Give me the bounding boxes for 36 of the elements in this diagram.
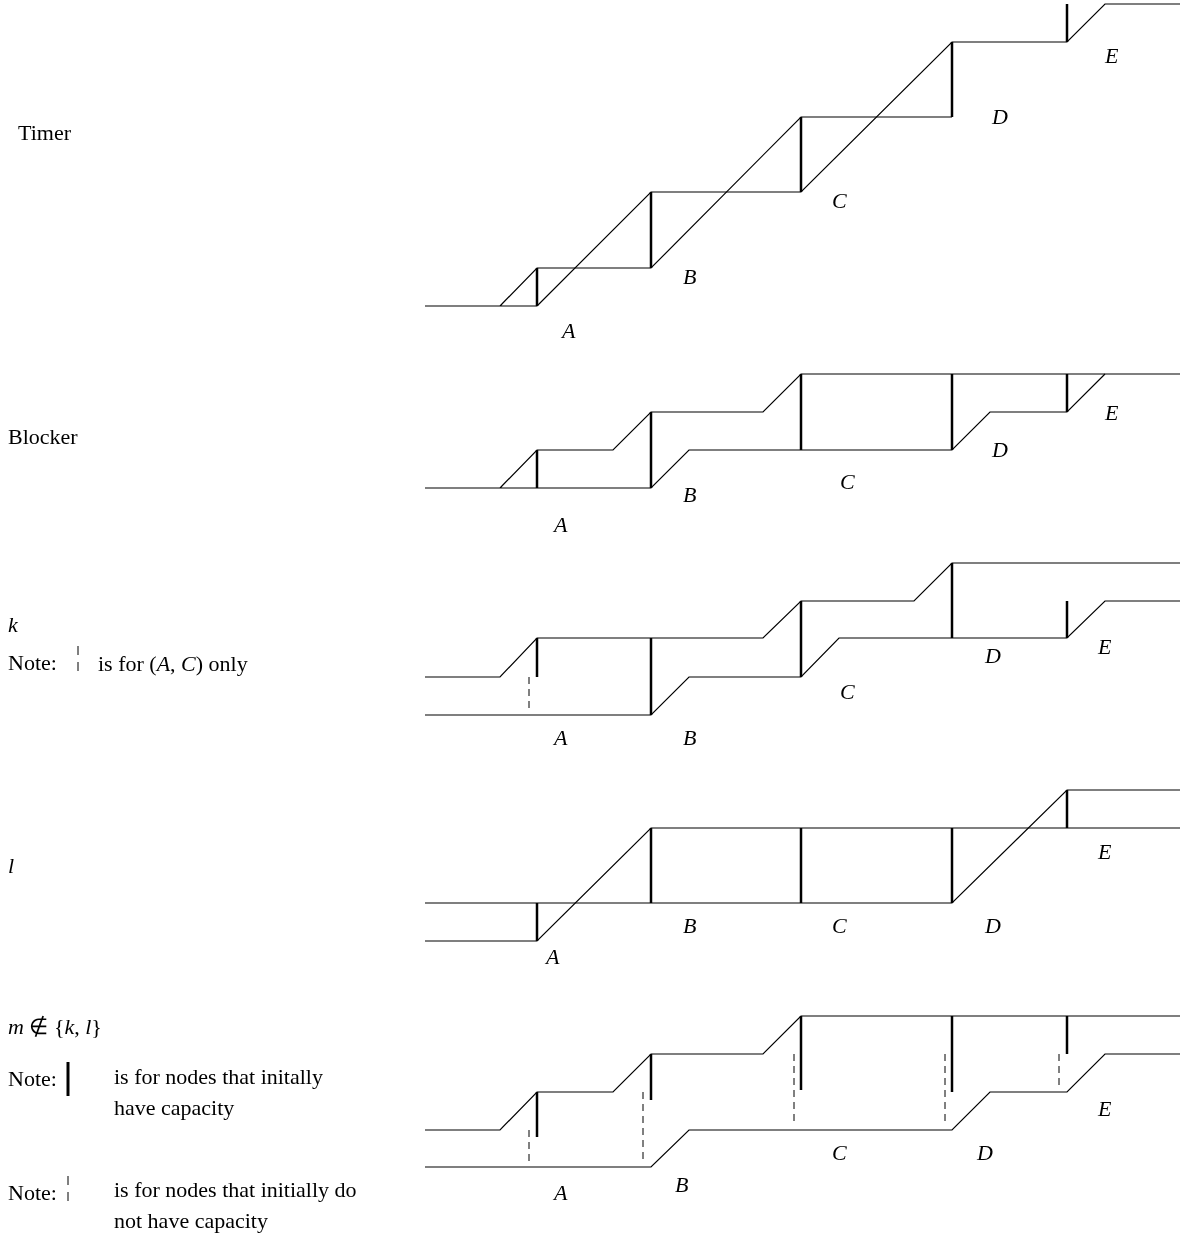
node-letter: A bbox=[554, 727, 568, 749]
legend-text: is for (A, C) only bbox=[98, 650, 249, 678]
legend-text: is for nodes that initally have capacity bbox=[114, 1063, 324, 1122]
node-letter: C bbox=[840, 471, 855, 493]
variable-label: k bbox=[8, 614, 18, 636]
node-letter: C bbox=[832, 915, 847, 937]
math-label: m ∉ {k, l} bbox=[8, 1016, 102, 1038]
node-letter: E bbox=[1098, 636, 1112, 658]
node-letter: A bbox=[554, 514, 568, 536]
node-letter: B bbox=[683, 484, 697, 506]
row-title: Timer bbox=[18, 122, 71, 144]
node-letter: C bbox=[832, 1142, 847, 1164]
node-letter: A bbox=[546, 946, 560, 968]
node-letter: E bbox=[1105, 402, 1119, 424]
node-letter: C bbox=[840, 681, 855, 703]
node-letter: B bbox=[683, 266, 697, 288]
node-letter: B bbox=[675, 1174, 689, 1196]
node-letter: D bbox=[985, 915, 1001, 937]
note-label: Note: bbox=[8, 1182, 57, 1204]
node-letter: D bbox=[992, 439, 1008, 461]
note-label: Note: bbox=[8, 1068, 57, 1090]
node-letter: A bbox=[562, 320, 576, 342]
node-letter: E bbox=[1098, 841, 1112, 863]
node-letter: A bbox=[554, 1182, 568, 1204]
node-letter: D bbox=[985, 645, 1001, 667]
node-letter: D bbox=[977, 1142, 993, 1164]
variable-label: l bbox=[8, 855, 15, 877]
node-letter: C bbox=[832, 190, 847, 212]
node-letter: E bbox=[1105, 45, 1119, 67]
node-letter: D bbox=[992, 106, 1008, 128]
node-letter: B bbox=[683, 727, 697, 749]
note-label: Note: bbox=[8, 652, 57, 674]
row-title: Blocker bbox=[8, 426, 78, 448]
legend-text: is for nodes that initially do not have capacity bbox=[114, 1176, 358, 1235]
node-letter: B bbox=[683, 915, 697, 937]
node-letter: E bbox=[1098, 1098, 1112, 1120]
